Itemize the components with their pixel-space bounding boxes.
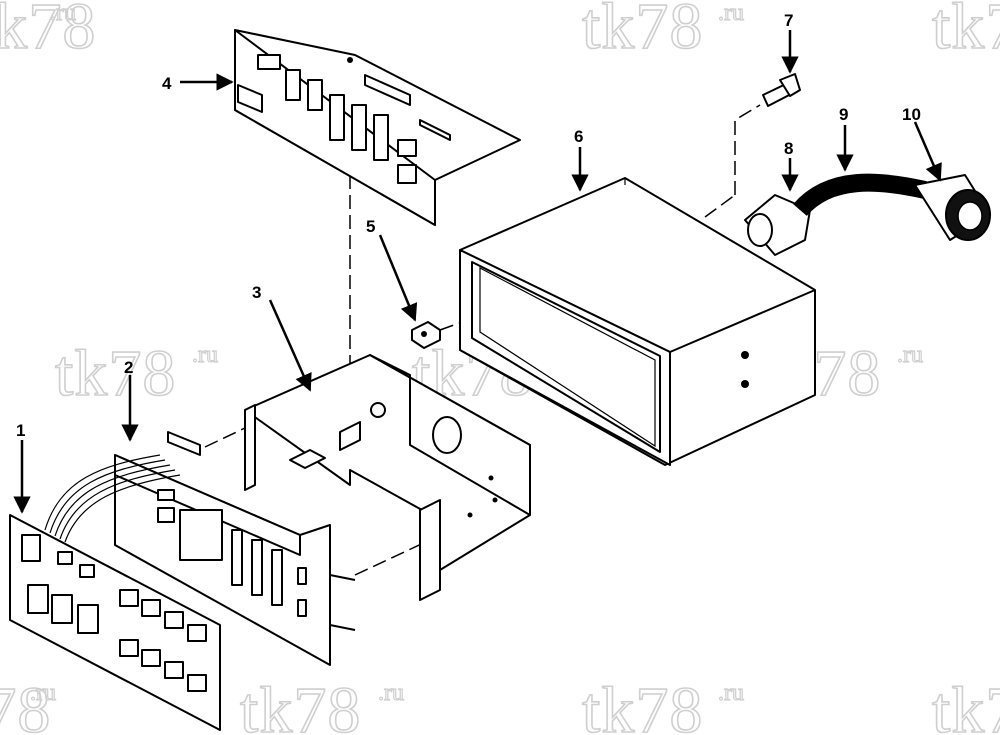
svg-text:.ru: .ru bbox=[718, 680, 744, 706]
callout-1: 1 bbox=[16, 421, 25, 440]
svg-text:.ru: .ru bbox=[718, 0, 744, 26]
callout-2: 2 bbox=[124, 358, 133, 377]
svg-text:tk78: tk78 bbox=[240, 674, 361, 735]
callout-5: 5 bbox=[366, 217, 375, 236]
svg-text:tk78: tk78 bbox=[55, 337, 176, 410]
leader-arrows bbox=[13, 30, 942, 514]
part-10-connector bbox=[914, 174, 991, 241]
callout-labels: 1 2 3 4 5 6 7 8 9 10 bbox=[16, 11, 921, 440]
part-8-gland-fitting bbox=[744, 194, 811, 256]
part-4-circuit-board bbox=[234, 29, 521, 226]
svg-text:tk78: tk78 bbox=[582, 674, 703, 735]
svg-text:.ru: .ru bbox=[378, 680, 404, 706]
callout-7: 7 bbox=[784, 11, 793, 30]
callout-8: 8 bbox=[784, 139, 793, 158]
svg-text:tk78: tk78 bbox=[0, 0, 96, 63]
watermark: tk78 .ru bbox=[54, 336, 218, 411]
watermark: tk78 .ru bbox=[239, 673, 404, 735]
svg-text:tk78: tk78 bbox=[582, 0, 703, 63]
svg-text:tk78: tk78 bbox=[0, 674, 51, 735]
svg-text:.ru: .ru bbox=[30, 680, 56, 706]
part-5-spacer bbox=[411, 321, 441, 349]
part-1-membrane-keypad bbox=[9, 514, 221, 731]
part-6-enclosure bbox=[459, 177, 816, 466]
svg-text:.ru: .ru bbox=[192, 342, 218, 368]
callout-3: 3 bbox=[252, 283, 261, 302]
part-7-screw bbox=[762, 73, 801, 107]
watermark: tk78 .ru bbox=[581, 0, 744, 64]
svg-text:tk78: tk78 bbox=[932, 674, 1000, 735]
ribbon-cable bbox=[44, 431, 201, 543]
watermark: tk78 .ru bbox=[581, 673, 744, 735]
watermark: tk78 bbox=[931, 0, 1000, 64]
part-3-chassis bbox=[244, 354, 531, 601]
part-9-braided-cable bbox=[793, 173, 927, 217]
svg-text:.ru: .ru bbox=[50, 0, 76, 26]
svg-text:.ru: .ru bbox=[897, 342, 923, 368]
callout-6: 6 bbox=[574, 127, 583, 146]
watermark: tk78.ru bbox=[0, 0, 96, 64]
watermark: tk78 bbox=[931, 673, 1000, 735]
watermark: tk78.ru bbox=[0, 673, 57, 735]
callout-10: 10 bbox=[902, 105, 921, 124]
svg-text:tk78: tk78 bbox=[932, 0, 1000, 63]
callout-9: 9 bbox=[839, 105, 848, 124]
part-2-front-panel bbox=[114, 454, 356, 666]
callout-4: 4 bbox=[162, 74, 172, 93]
